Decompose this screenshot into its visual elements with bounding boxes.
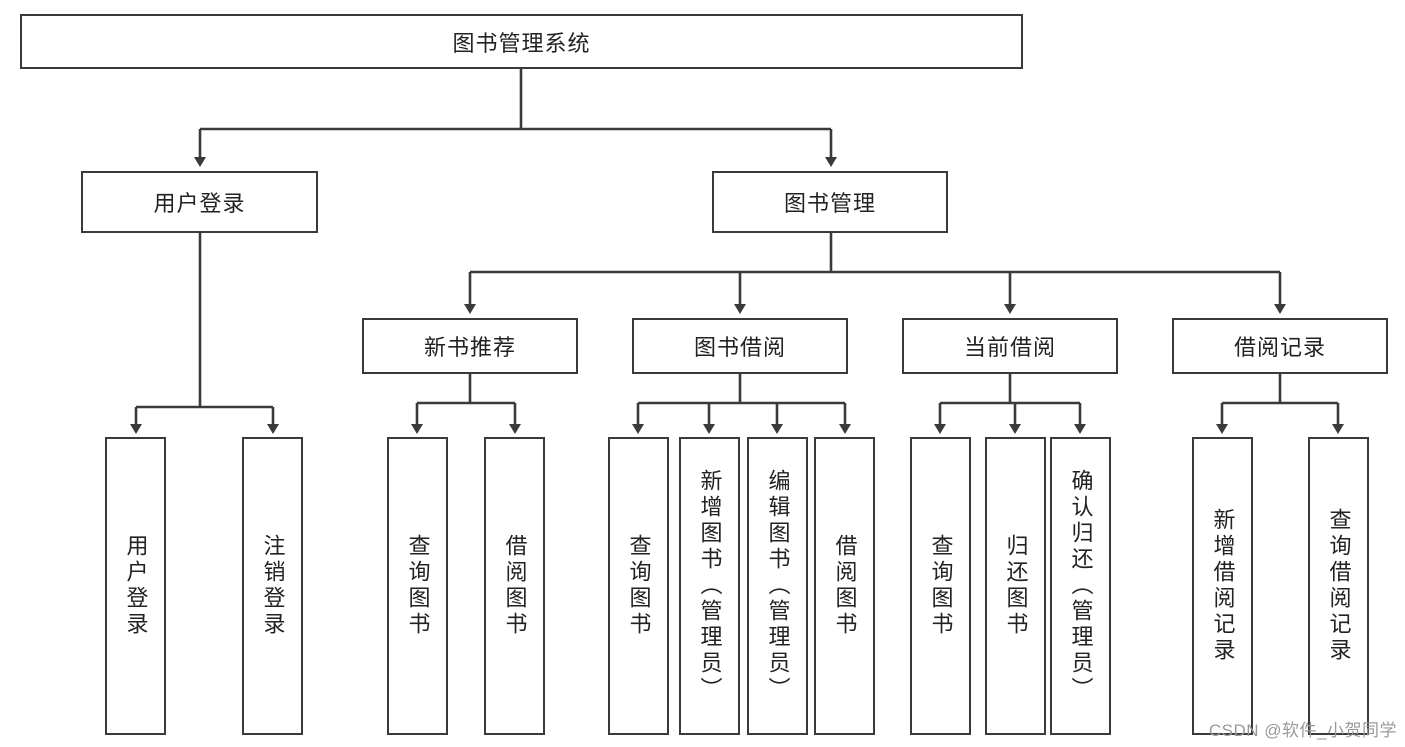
node-leaf-borrow-book-1-label: 借阅图书 (502, 534, 528, 638)
node-leaf-borrow-book-1[interactable]: 借阅图书 (484, 437, 545, 735)
node-leaf-query-book-3-label: 查询图书 (928, 534, 954, 638)
node-user-login[interactable]: 用户登录 (81, 171, 318, 233)
node-root[interactable]: 图书管理系统 (20, 14, 1023, 69)
node-leaf-confirm-return[interactable]: 确认归还（管理员） (1050, 437, 1111, 735)
node-leaf-borrow-book-2[interactable]: 借阅图书 (814, 437, 875, 735)
node-leaf-logout[interactable]: 注销登录 (242, 437, 303, 735)
node-leaf-add-book[interactable]: 新增图书（管理员） (679, 437, 740, 735)
node-leaf-edit-book-label: 编辑图书（管理员） (765, 469, 791, 703)
node-leaf-return-book-label: 归还图书 (1003, 534, 1029, 638)
node-leaf-return-book[interactable]: 归还图书 (985, 437, 1046, 735)
node-leaf-user-login[interactable]: 用户登录 (105, 437, 166, 735)
node-borrow-record[interactable]: 借阅记录 (1172, 318, 1388, 374)
node-leaf-query-book-2-label: 查询图书 (626, 534, 652, 638)
node-leaf-user-login-label: 用户登录 (123, 534, 149, 638)
node-leaf-query-book-1[interactable]: 查询图书 (387, 437, 448, 735)
node-leaf-add-record-label: 新增借阅记录 (1210, 508, 1236, 664)
node-leaf-edit-book[interactable]: 编辑图书（管理员） (747, 437, 808, 735)
node-current-borrow[interactable]: 当前借阅 (902, 318, 1118, 374)
node-book-manage[interactable]: 图书管理 (712, 171, 948, 233)
node-leaf-confirm-return-label: 确认归还（管理员） (1068, 469, 1094, 703)
node-leaf-add-record[interactable]: 新增借阅记录 (1192, 437, 1253, 735)
node-book-borrow[interactable]: 图书借阅 (632, 318, 848, 374)
node-leaf-add-book-label: 新增图书（管理员） (697, 469, 723, 703)
node-root-label: 图书管理系统 (452, 30, 591, 56)
node-current-borrow-label: 当前借阅 (963, 335, 1056, 360)
node-book-manage-label: 图书管理 (783, 191, 876, 216)
node-new-book-rec-label: 新书推荐 (423, 335, 516, 360)
node-borrow-record-label: 借阅记录 (1233, 335, 1326, 360)
node-new-book-rec[interactable]: 新书推荐 (362, 318, 578, 374)
node-leaf-query-book-3[interactable]: 查询图书 (910, 437, 971, 735)
node-leaf-logout-label: 注销登录 (260, 534, 286, 638)
node-leaf-query-record[interactable]: 查询借阅记录 (1308, 437, 1369, 735)
node-book-borrow-label: 图书借阅 (693, 335, 786, 360)
node-leaf-query-book-1-label: 查询图书 (405, 534, 431, 638)
node-leaf-borrow-book-2-label: 借阅图书 (832, 534, 858, 638)
node-user-login-label: 用户登录 (153, 191, 246, 216)
node-leaf-query-book-2[interactable]: 查询图书 (608, 437, 669, 735)
node-leaf-query-record-label: 查询借阅记录 (1326, 508, 1352, 664)
